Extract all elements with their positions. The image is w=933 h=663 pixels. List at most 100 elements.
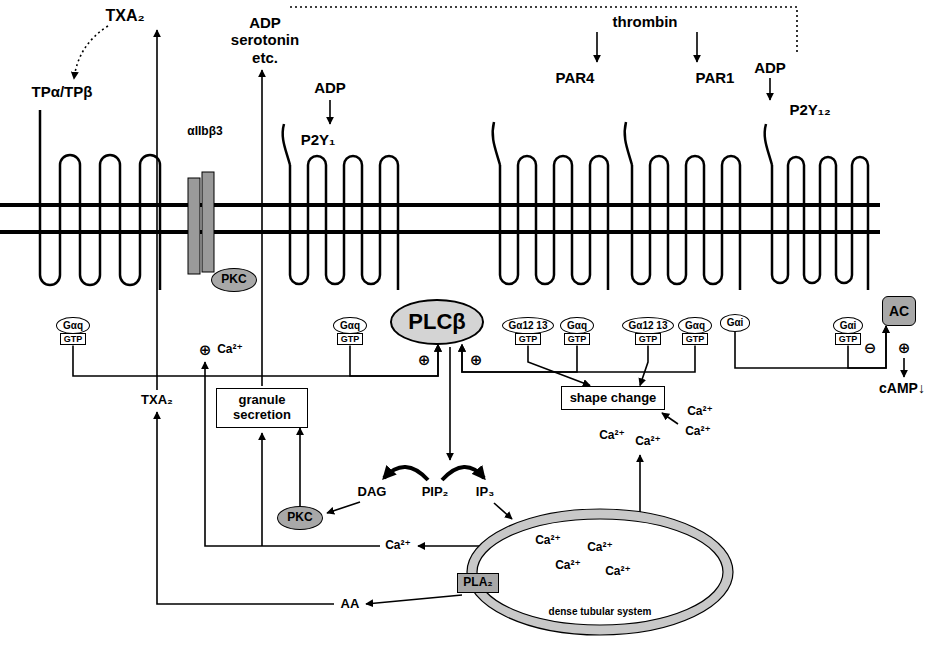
node-text: Gα12 13 — [622, 317, 675, 335]
node-text: GTP — [682, 333, 709, 345]
node-text: PLCβ — [408, 309, 465, 334]
receptor-name: TPα/TPβ — [32, 83, 93, 100]
receptor-tail — [765, 124, 772, 165]
release-arrow — [261, 70, 263, 386]
node-text: Gα12 13 — [502, 317, 555, 335]
g-protein: Gα12 13GTP — [622, 317, 675, 346]
process-box: shape change — [561, 386, 666, 411]
enzyme-ellipse: PLCβ — [390, 299, 483, 344]
node-text: Gαi — [720, 314, 751, 332]
kinase-ellipse: PKC — [211, 268, 256, 292]
signal-arrow — [640, 345, 648, 385]
node-text: GTP — [635, 333, 662, 345]
enzyme-box: PLA₂ — [457, 573, 498, 593]
signal-arrow — [528, 345, 590, 385]
synthesis-arrow — [157, 412, 334, 604]
g-protein: Gα12 13GTP — [502, 317, 555, 346]
node-text: GTP — [60, 333, 87, 345]
ligand-arrow — [329, 100, 331, 124]
receptor-name: PAR4 — [556, 69, 595, 86]
activation-sign: ⊕ — [418, 351, 431, 368]
integrin-bar — [202, 172, 214, 272]
ring-inner — [477, 519, 723, 625]
signal-arrow — [735, 326, 886, 368]
hydrolysis-arrow — [449, 347, 451, 460]
process-box: granule secretion — [216, 388, 308, 428]
signal-arrow — [462, 345, 577, 372]
signal-molecule: TXA₂ — [141, 393, 173, 408]
node-text: GTP — [337, 333, 364, 345]
ion-label: Ca²⁺ — [535, 534, 561, 548]
receptor-name: P2Y₁ — [301, 131, 336, 148]
node-text: GTP — [515, 333, 542, 345]
node-text: granule secretion — [225, 393, 299, 423]
g-protein: GαqGTP — [56, 317, 90, 346]
node-text: PKC — [287, 510, 312, 524]
node-text: Gαq — [678, 317, 712, 335]
receptor-tail — [39, 110, 42, 165]
membrane-line — [0, 230, 880, 234]
node-text: Gαq — [560, 317, 594, 335]
signal-molecule: ADP — [314, 79, 346, 96]
signal-arrow — [73, 345, 438, 376]
membrane-line — [0, 203, 880, 207]
g-protein: GαqGTP — [560, 317, 594, 346]
release-arrow — [366, 595, 462, 604]
signal-molecule: TXA₂ — [105, 7, 144, 25]
receptor-coil — [632, 156, 740, 290]
activation-sign: ⊕ — [898, 339, 911, 356]
messenger-label: cAMP↓ — [879, 380, 925, 396]
g-protein: Gαi — [720, 314, 751, 332]
node-text: shape change — [570, 390, 657, 405]
receptor-coil — [772, 157, 868, 290]
signal-arrow — [462, 345, 695, 372]
release-arrow — [494, 503, 512, 519]
kinase-ellipse: PKC — [277, 506, 322, 530]
ion-label: Ca²⁺ — [217, 343, 243, 357]
ring-outline — [465, 507, 735, 637]
ligand-arrow — [696, 32, 698, 62]
hydrolysis-arrow — [442, 467, 484, 480]
receptor-name: PAR1 — [696, 69, 735, 86]
signal-arrow — [299, 428, 301, 506]
ion-label: Ca²⁺ — [587, 541, 613, 555]
hydrolysis-arrow — [384, 467, 428, 480]
node-text: AC — [889, 303, 909, 319]
receptor-tail — [493, 122, 500, 165]
output-arrow — [903, 358, 905, 377]
feedback-arrow — [74, 26, 108, 79]
receptor-coil — [290, 156, 398, 290]
node-text: Gαq — [333, 317, 367, 335]
ion-label: Ca²⁺ — [599, 429, 625, 443]
g-protein: GαqGTP — [333, 317, 367, 346]
receptor-tail — [283, 124, 290, 165]
signal-molecule: ADP — [754, 59, 786, 76]
activation-arrow — [327, 502, 360, 513]
receptor-coil — [40, 155, 160, 290]
inhibition-sign: ⊖ — [864, 339, 877, 356]
ion-label: Ca²⁺ — [555, 559, 581, 573]
node-text: PKC — [221, 272, 246, 286]
ring-outer — [467, 509, 733, 635]
calcium-arrow — [662, 413, 678, 424]
ion-label: Ca²⁺ — [685, 425, 711, 439]
messenger-label: IP₃ — [476, 485, 494, 500]
receptor-coil — [500, 156, 608, 290]
node-text: PLA₂ — [463, 575, 492, 589]
receptor-name: P2Y₁₂ — [789, 101, 830, 118]
signal-molecule: ADP serotonin etc. — [223, 14, 307, 66]
messenger-label: DAG — [358, 485, 387, 500]
node-text: Gαi — [833, 317, 864, 335]
ion-label: dense tubular system — [549, 606, 652, 618]
signal-arrow — [350, 345, 438, 376]
release-arrow — [156, 30, 158, 390]
node-text: GTP — [564, 333, 591, 345]
lipid-label: PIP₂ — [422, 485, 449, 500]
calcium-arrow — [205, 362, 380, 546]
ligand-arrow — [596, 32, 598, 62]
ligand-arrow — [769, 78, 771, 100]
calcium-arrow — [261, 433, 263, 546]
feedback-line — [290, 7, 797, 55]
signal-molecule: thrombin — [613, 13, 678, 30]
lipid-label: AA — [341, 597, 360, 612]
